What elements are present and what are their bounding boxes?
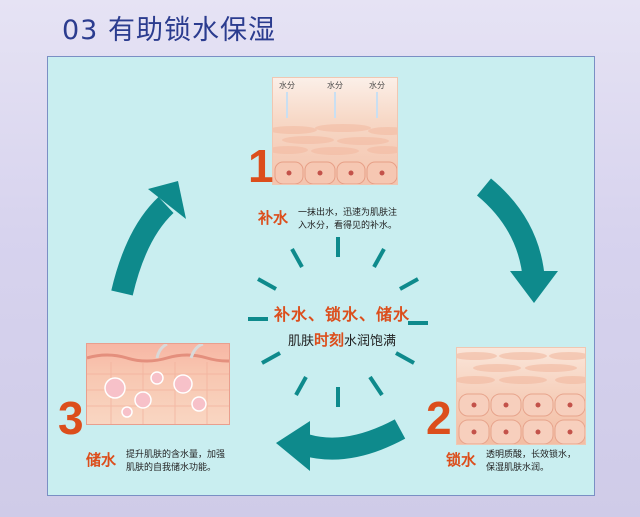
sunburst-rays	[248, 237, 428, 407]
skin-diagram-lock	[456, 347, 586, 445]
skin-cells-illustration	[273, 92, 397, 184]
center-subslogan-pre: 肌肤	[287, 334, 314, 349]
step-description-line: 入水分，看得见的补水。	[298, 221, 398, 231]
step-description-line: 透明质酸，长效锁水，	[486, 450, 577, 460]
step-description-line: 提升肌肤的含水量，加强	[126, 450, 226, 460]
step-description: 透明质酸，长效锁水， 保湿肌肤水润。	[486, 449, 576, 475]
center-subslogan-post: 水润饱满	[344, 334, 397, 349]
arrow-step2-to-step3	[302, 419, 406, 460]
cycle-panel: 水分 水分 水分 1 补水 一抹出水，迅速为肌肤注 入	[47, 56, 595, 496]
step-number: 1	[248, 140, 274, 192]
step-description-line: 一抹出水，迅速为肌肤注	[298, 208, 398, 218]
skin-cells-illustration	[457, 352, 585, 444]
step-label: 储水	[86, 451, 117, 469]
water-label: 水分	[279, 81, 295, 90]
water-label: 水分	[327, 81, 343, 90]
center-subslogan: 肌肤时刻水润饱满	[262, 329, 422, 350]
water-label: 水分	[369, 81, 385, 90]
skin-diagram-hydrate: 水分 水分 水分	[272, 77, 398, 185]
step-description-line: 保湿肌肤水润。	[486, 463, 550, 473]
arrowhead-step3-to-step1	[148, 181, 186, 219]
skin-diagram-store	[86, 343, 230, 425]
step-number: 2	[426, 392, 452, 444]
skin-cells-illustration	[87, 344, 229, 424]
page-title: 03 有助锁水保湿	[62, 15, 276, 46]
cycle-graphics	[111, 178, 558, 471]
step-description-line: 肌肤的自我储水功能。	[126, 463, 217, 473]
step-number: 3	[58, 392, 84, 444]
step-label: 锁水	[446, 451, 477, 469]
arrowhead-step2-to-step3	[276, 421, 310, 471]
step-label: 补水	[258, 209, 289, 227]
center-slogan: 补水、锁水、储水	[273, 305, 410, 324]
arrow-step1-to-step2	[476, 178, 545, 283]
step-description: 一抹出水，迅速为肌肤注 入水分，看得见的补水。	[298, 207, 397, 233]
arrow-step3-to-step1	[111, 196, 174, 296]
step-description: 提升肌肤的含水量，加强 肌肤的自我储水功能。	[126, 449, 225, 475]
arrowhead-step1-to-step2	[510, 271, 558, 303]
center-subslogan-highlight: 时刻	[313, 331, 344, 349]
